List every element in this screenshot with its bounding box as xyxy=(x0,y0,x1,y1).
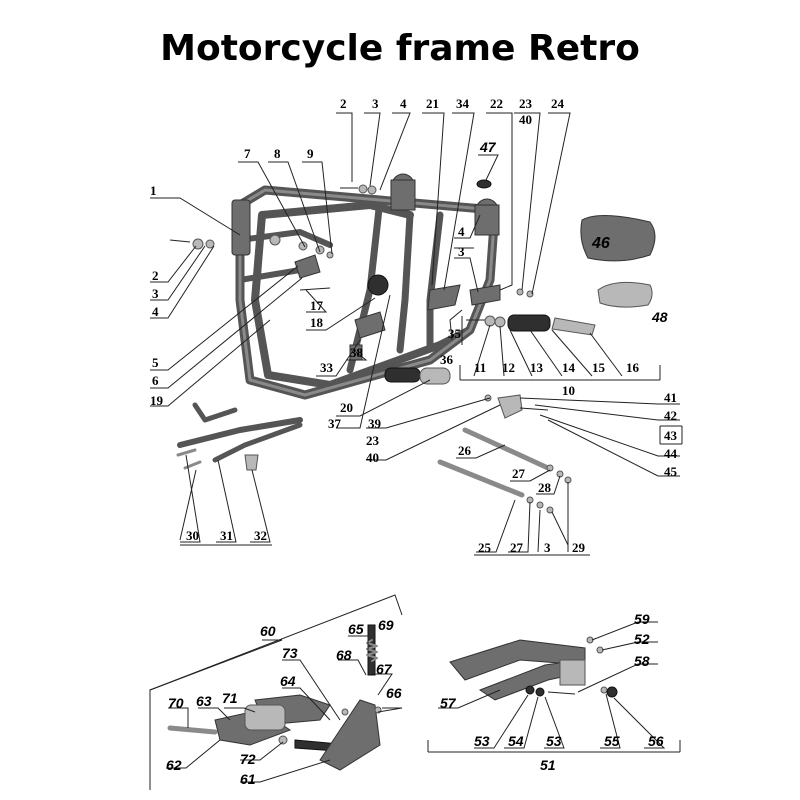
callout-label: 54 xyxy=(508,733,524,749)
callout-label: 66 xyxy=(386,685,402,701)
callout-label: 15 xyxy=(592,360,606,375)
callout-label: 61 xyxy=(240,771,256,787)
callout-label: 21 xyxy=(426,96,439,111)
callout-label: 19 xyxy=(150,393,164,408)
brake-pedal-assembly xyxy=(167,624,382,771)
side-stand xyxy=(176,402,303,471)
callout-label: 7 xyxy=(244,146,251,161)
callout-label: 26 xyxy=(458,443,472,458)
callout-label: 4 xyxy=(400,96,407,111)
callout-label: 18 xyxy=(310,315,324,330)
callout-label: 3 xyxy=(152,286,159,301)
callout-label: 45 xyxy=(664,464,678,479)
callout-label: 64 xyxy=(280,673,296,689)
callout-label: 58 xyxy=(634,653,650,669)
callout-label: 40 xyxy=(366,450,379,465)
callout-label: 55 xyxy=(604,733,620,749)
callout-label: 38 xyxy=(350,345,364,360)
callout-label: 39 xyxy=(368,416,382,431)
callout-label: 3 xyxy=(544,540,551,555)
swingarm-assembly xyxy=(449,636,618,701)
lower-center-parts xyxy=(384,367,572,514)
callout-label: 33 xyxy=(320,360,334,375)
callout-label: 27 xyxy=(510,540,524,555)
callout-underlines xyxy=(180,112,683,556)
callout-label: 35 xyxy=(448,326,462,341)
callout-label: 31 xyxy=(220,528,233,543)
callout-label: 53 xyxy=(474,733,490,749)
callout-label: 3 xyxy=(372,96,379,111)
callout-label: 9 xyxy=(307,146,314,161)
callout-label: 27 xyxy=(512,466,526,481)
callout-label: 36 xyxy=(440,352,454,367)
callout-label: 62 xyxy=(166,757,182,773)
callout-label: 60 xyxy=(260,623,276,639)
callout-label: 70 xyxy=(168,695,184,711)
callout-label: 3 xyxy=(458,244,465,259)
side-covers xyxy=(580,214,656,308)
callout-label: 52 xyxy=(634,631,650,647)
callout-label: 43 xyxy=(664,428,678,443)
callout-label: 37 xyxy=(328,416,342,431)
callout-label: 2 xyxy=(152,268,159,283)
footpeg-assembly xyxy=(466,314,596,336)
callout-label: 41 xyxy=(664,390,677,405)
callout-label: 16 xyxy=(626,360,640,375)
callout-label: 10 xyxy=(562,383,575,398)
callout-label: 56 xyxy=(648,733,664,749)
callout-label: 32 xyxy=(254,528,267,543)
callout-label: 6 xyxy=(152,373,159,388)
callout-label: 22 xyxy=(490,96,503,111)
callout-label: 13 xyxy=(530,360,544,375)
callout-label: 51 xyxy=(540,757,556,773)
callout-label: 23 xyxy=(366,433,380,448)
callout-label: 28 xyxy=(538,480,552,495)
callout-label: 25 xyxy=(478,540,492,555)
callout-label: 24 xyxy=(551,96,565,111)
motorcycle-frame xyxy=(231,173,501,400)
callout-label: 73 xyxy=(282,645,298,661)
callout-label: 14 xyxy=(562,360,576,375)
callout-label: 12 xyxy=(502,360,515,375)
callout-label: 53 xyxy=(546,733,562,749)
callout-label: 46 xyxy=(591,235,610,252)
callout-label: 59 xyxy=(634,611,650,627)
callout-label: 48 xyxy=(651,309,668,325)
callout-label: 44 xyxy=(664,446,678,461)
callout-label: 67 xyxy=(376,661,393,677)
callout-label: 65 xyxy=(348,621,364,637)
callout-label: 68 xyxy=(336,647,352,663)
callout-label: 4 xyxy=(152,304,159,319)
callout-label: 69 xyxy=(378,617,394,633)
callout-label: 2 xyxy=(340,96,347,111)
callout-label: 4 xyxy=(458,224,465,239)
callout-label: 63 xyxy=(196,693,212,709)
callout-label: 72 xyxy=(240,751,256,767)
callout-label: 11 xyxy=(474,360,486,375)
callout-label: 17 xyxy=(310,298,324,313)
top-hardware xyxy=(169,179,534,298)
callout-label: 42 xyxy=(664,408,677,423)
callout-labels: 1 2 3 4 21 34 22 23 40 24 7 8 9 47 46 48… xyxy=(150,96,678,787)
callout-label: 29 xyxy=(572,540,586,555)
callout-label: 34 xyxy=(456,96,470,111)
leader-lines xyxy=(149,112,681,790)
callout-label: 23 xyxy=(519,96,533,111)
callout-label: 20 xyxy=(340,400,353,415)
callout-label: 40 xyxy=(519,112,532,127)
callout-label: 47 xyxy=(479,139,497,155)
callout-label: 71 xyxy=(222,690,238,706)
callout-label: 5 xyxy=(152,355,159,370)
callout-label: 57 xyxy=(440,695,457,711)
callout-label: 8 xyxy=(274,146,281,161)
callout-label: 1 xyxy=(150,183,157,198)
diagram-title: Motorcycle frame Retro xyxy=(160,28,640,69)
callout-label: 30 xyxy=(186,528,199,543)
